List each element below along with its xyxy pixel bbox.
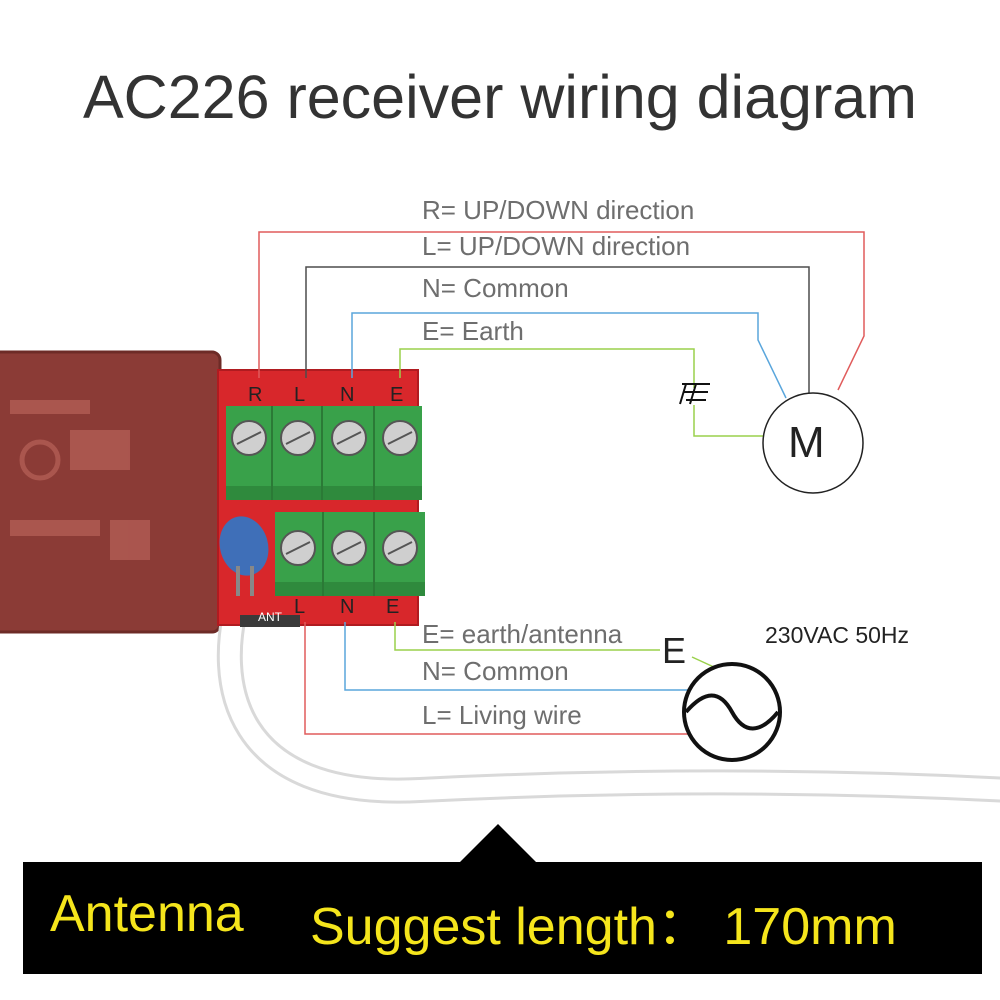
wire-n-power — [344, 622, 700, 691]
wire-e-power — [394, 622, 660, 651]
capacitor-icon — [219, 516, 269, 596]
label-power-n: N= Common — [422, 656, 569, 686]
label-motor-l: L= UP/DOWN direction — [422, 231, 691, 261]
earth-symbol-icon — [679, 383, 710, 405]
label-motor-r: R= UP/DOWN direction — [422, 195, 695, 225]
bottom-terminal-block — [275, 512, 425, 596]
wire-l-power — [304, 622, 700, 735]
terminal-label-e-bottom: E — [386, 596, 400, 618]
banner-antenna-text: Antenna — [50, 885, 244, 943]
earth-letter: E — [662, 630, 687, 671]
transformer — [0, 350, 222, 634]
antenna-tag: ANT — [258, 610, 282, 624]
power-spec: 230VAC 50Hz — [765, 622, 910, 648]
terminal-label-e: E — [390, 384, 404, 406]
terminal-label-l-bottom: L — [294, 596, 306, 618]
terminal-label-r: R — [248, 384, 263, 406]
ac-source-symbol-icon — [682, 662, 782, 762]
page-title: AC226 receiver wiring diagram — [82, 63, 917, 131]
label-motor-n: N= Common — [422, 273, 569, 303]
terminal-screw-icon — [231, 420, 418, 456]
terminal-label-n-bottom: N — [340, 596, 355, 618]
top-terminal-block — [226, 406, 422, 500]
banner-length-text: Suggest length： 170mm — [310, 898, 897, 956]
label-power-l: L= Living wire — [422, 700, 582, 730]
wire-r — [258, 231, 865, 391]
antenna-banner — [23, 862, 982, 974]
motor-symbol-icon — [762, 392, 864, 494]
label-motor-e: E= Earth — [422, 316, 524, 346]
wire-l-motor — [305, 266, 810, 394]
terminal-label-n: N — [340, 384, 355, 406]
wire-e-motor — [399, 348, 695, 388]
terminal-label-l: L — [294, 384, 306, 406]
motor-letter: M — [788, 418, 825, 467]
banner-pointer — [458, 824, 538, 864]
label-power-e: E= earth/antenna — [422, 619, 623, 649]
wire-n-motor — [351, 312, 787, 399]
